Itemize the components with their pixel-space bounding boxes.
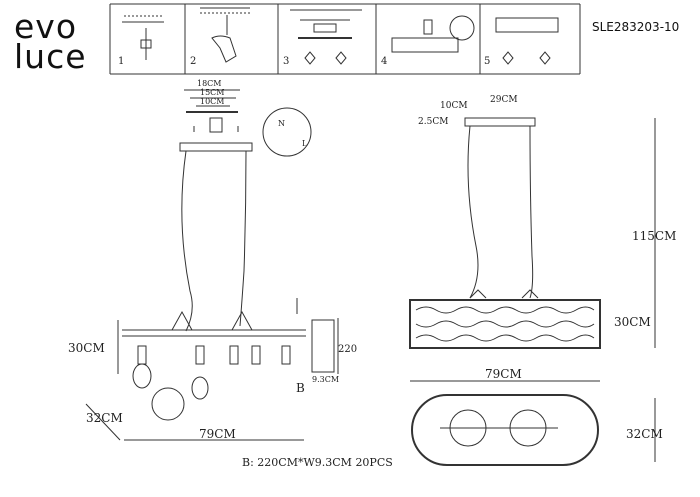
canopy-w: 29CM bbox=[490, 95, 518, 105]
strip-mark: B bbox=[296, 381, 305, 395]
step-3: 3 bbox=[283, 56, 290, 67]
brand-line2: luce bbox=[14, 37, 87, 76]
brand-logo: evo luce bbox=[14, 10, 87, 73]
left-view bbox=[85, 89, 339, 441]
step4-illustration bbox=[391, 15, 475, 53]
canopy-h: 10CM bbox=[440, 101, 468, 111]
cable-length: 115CM bbox=[632, 229, 676, 243]
strip-width: 9.3CM bbox=[312, 375, 339, 384]
left-depth-label: 32CM bbox=[86, 411, 123, 425]
canopy-d: 2.5CM bbox=[418, 117, 448, 127]
brand-line1: evo bbox=[14, 7, 78, 46]
base-depth: 32CM bbox=[626, 427, 663, 441]
step3-illustration bbox=[290, 9, 362, 65]
wiring-n: N bbox=[278, 119, 285, 128]
strip-spec: B: 220CM*W9.3CM 20PCS bbox=[242, 456, 393, 469]
left-dim-10: 10CM bbox=[200, 97, 225, 106]
shade-height: 30CM bbox=[614, 315, 651, 329]
step2-illustration bbox=[200, 7, 250, 63]
model-code: SLE283203-10 bbox=[592, 20, 680, 34]
wiring-l: L bbox=[302, 139, 308, 148]
shade-width: 79CM bbox=[485, 367, 522, 381]
step-2: 2 bbox=[190, 56, 197, 67]
right-view bbox=[409, 117, 656, 466]
left-dim-18: 18CM bbox=[197, 79, 222, 88]
step-4: 4 bbox=[381, 56, 388, 67]
strip-height: 220 bbox=[338, 344, 357, 355]
step5-illustration bbox=[495, 17, 559, 65]
left-width-label: 79CM bbox=[199, 427, 236, 441]
left-height-label: 30CM bbox=[68, 341, 105, 355]
step-1: 1 bbox=[118, 56, 125, 67]
left-dim-15: 15CM bbox=[200, 88, 225, 97]
step1-illustration bbox=[122, 15, 164, 60]
step-5: 5 bbox=[484, 56, 491, 67]
header-grid bbox=[109, 3, 581, 75]
